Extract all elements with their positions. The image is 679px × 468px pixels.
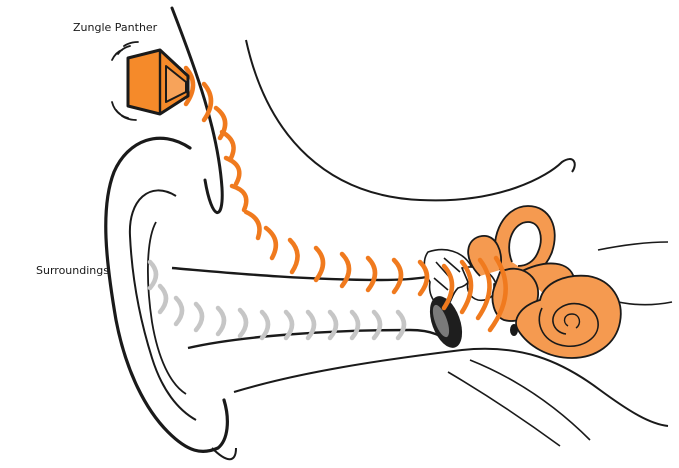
air-wave: [305, 309, 317, 341]
bone-wave: [475, 257, 492, 321]
bone-wave: [201, 81, 214, 123]
air-wave: [147, 259, 159, 291]
skull-base: [233, 347, 669, 427]
bone-wave: [287, 237, 300, 275]
bone-line-b: [447, 371, 561, 447]
eardrum-icon: [429, 296, 463, 348]
air-wave: [157, 283, 169, 315]
air-wave: [327, 309, 339, 341]
air-wave: [237, 307, 249, 339]
bone-wave: [417, 259, 430, 297]
bone-wave: [243, 209, 262, 241]
bone-wave: [459, 259, 474, 315]
inner-ear: [467, 205, 622, 359]
bone-wave: [219, 129, 236, 163]
air-wave: [349, 309, 361, 341]
ear-canal-bottom: [187, 328, 453, 350]
air-wave: [193, 301, 205, 333]
air-wave: [283, 309, 295, 341]
speaker-device-icon: [126, 48, 190, 116]
bone-wave: [339, 251, 352, 289]
tragus: [147, 221, 187, 395]
head-contour: [170, 6, 224, 214]
air-wave: [259, 309, 271, 341]
bone-line-c: [597, 241, 669, 251]
bone-wave: [313, 245, 326, 283]
air-wave: [395, 309, 407, 341]
device-label: Zungle Panther: [73, 21, 158, 34]
air-wave: [371, 309, 383, 341]
semicircular-canal-2: [467, 235, 502, 277]
air-conduction-waves: [147, 259, 407, 341]
bone-wave: [183, 65, 196, 107]
bone-wave: [441, 263, 455, 311]
outer-ear: [104, 136, 229, 453]
lobe: [211, 447, 237, 461]
bone-wave: [223, 155, 242, 187]
ear-canal-top: [171, 266, 453, 282]
inner-ear-fold: [128, 189, 197, 421]
bone-wave: [229, 183, 249, 213]
bone-wave: [391, 257, 404, 295]
air-wave: [173, 295, 185, 327]
bone-wave: [487, 255, 508, 333]
bone-conduction-waves: [183, 65, 508, 333]
ambient-label: Surroundings: [36, 264, 109, 277]
bone-wave: [365, 255, 378, 293]
vibration-lines-icon: [111, 41, 139, 121]
temple-contour: [245, 39, 576, 202]
air-wave: [215, 305, 227, 337]
bone-line-a: [469, 359, 591, 441]
bone-wave: [213, 105, 228, 141]
bone-wave: [263, 225, 279, 261]
